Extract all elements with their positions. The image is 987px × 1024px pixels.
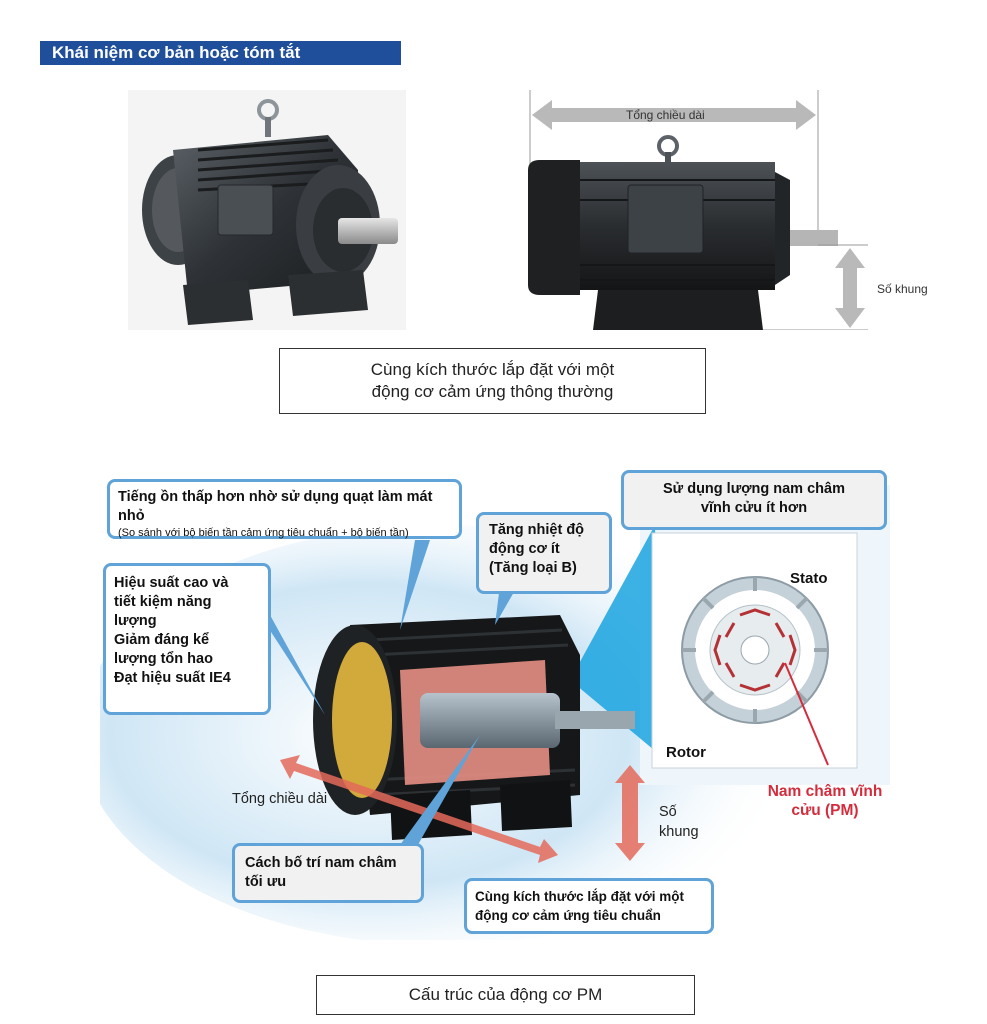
total-length-label-diagram: Tổng chiều dài: [232, 791, 328, 807]
rotor-label: Rotor: [666, 744, 706, 761]
callout-layout-line1: Cách bố trí nam châm: [245, 855, 397, 871]
callout-low-noise-title: Tiếng ồn thấp hơn nhờ sử dụng quạt làm m…: [118, 489, 433, 524]
section-header: Khái niệm cơ bản hoặc tóm tắt: [40, 41, 401, 65]
callout-eff-line1: Hiệu suất cao và: [114, 575, 229, 591]
callout-temp-line1: Tăng nhiệt độ: [489, 522, 585, 538]
callout-low-noise-subtitle: (So sánh với bộ biến tần cảm ứng tiêu ch…: [118, 527, 409, 539]
frame-label-diagram: Số khung: [659, 802, 699, 842]
top-caption-line1: Cùng kích thước lắp đặt với một: [370, 360, 615, 379]
motor-perspective-illustration: [128, 90, 406, 330]
callout-low-noise: Tiếng ồn thấp hơn nhờ sử dụng quạt làm m…: [107, 479, 462, 539]
top-caption-box: Cùng kích thước lắp đặt với một động cơ …: [279, 348, 706, 414]
callout-eff-line6: Đạt hiệu suất IE4: [114, 670, 231, 686]
callout-high-efficiency: Hiệu suất cao và tiết kiệm năng lượng Gi…: [103, 563, 271, 715]
pm-label: Nam châm vĩnh cửu (PM): [750, 782, 900, 820]
top-caption-line2: động cơ cảm ứng thông thường: [371, 382, 614, 401]
section-title: Khái niệm cơ bản hoặc tóm tắt: [52, 43, 301, 62]
callout-eff-line5: lượng tổn hao: [114, 651, 213, 667]
frame-label-line2: khung: [659, 824, 699, 840]
total-length-label-top: Tổng chiều dài: [626, 108, 705, 122]
callout-magnet-layout: Cách bố trí nam châm tối ưu: [232, 843, 424, 903]
callout-eff-line2: tiết kiệm năng: [114, 594, 212, 610]
callout-less-magnet: Sử dụng lượng nam châm vĩnh cửu ít hơn: [621, 470, 887, 530]
callout-eff-line3: lượng: [114, 613, 157, 629]
frame-label-line1: Số: [659, 804, 677, 820]
bottom-caption-text: Cấu trúc của động cơ PM: [408, 985, 603, 1004]
pm-label-line2: cửu (PM): [791, 802, 859, 819]
pm-motor-illustration: [100, 485, 890, 940]
callout-low-temperature: Tăng nhiệt độ động cơ ít (Tăng loại B): [476, 512, 612, 594]
motor-photo-side: [528, 90, 883, 331]
pm-label-line1: Nam châm vĩnh: [767, 783, 883, 800]
callout-same-size-line1: Cùng kích thước lắp đặt với một: [475, 889, 684, 904]
frame-number-label-top: Số khung: [877, 282, 928, 296]
bottom-caption-box: Cấu trúc của động cơ PM: [316, 975, 695, 1015]
callout-same-size-line2: động cơ cảm ứng tiêu chuẩn: [475, 908, 661, 923]
motor-photo-perspective: [128, 90, 406, 330]
callout-layout-line2: tối ưu: [245, 874, 287, 890]
callout-temp-line3: (Tăng loại B): [489, 560, 577, 576]
callout-less-magnet-line2: vĩnh cửu ít hơn: [700, 500, 808, 516]
callout-less-magnet-line1: Sử dụng lượng nam châm: [663, 481, 845, 497]
motor-side-illustration: [528, 90, 883, 331]
callout-same-size: Cùng kích thước lắp đặt với một động cơ …: [464, 878, 714, 934]
callout-eff-line4: Giảm đáng kể: [114, 632, 210, 648]
callout-temp-line2: động cơ ít: [489, 541, 560, 557]
stator-label: Stato: [790, 570, 828, 587]
pm-motor-diagram: Tiếng ồn thấp hơn nhờ sử dụng quạt làm m…: [100, 465, 890, 940]
